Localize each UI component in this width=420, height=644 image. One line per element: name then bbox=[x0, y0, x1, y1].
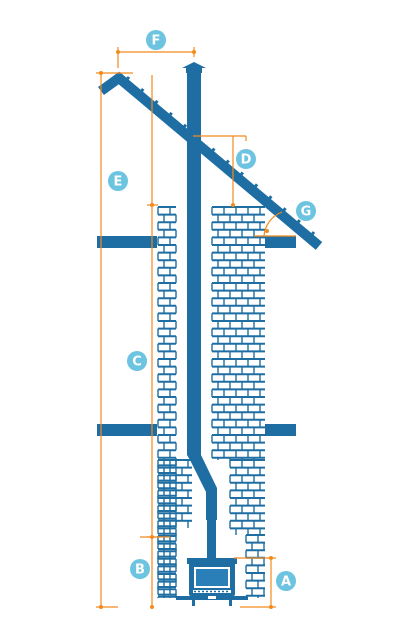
flue-pipe-lower bbox=[207, 518, 216, 562]
lower-floor-right bbox=[265, 424, 296, 436]
label-a-badge: A bbox=[276, 571, 296, 591]
chimney-cowl bbox=[182, 62, 206, 68]
upper-floor-right bbox=[265, 236, 296, 248]
label-d-text: D bbox=[241, 153, 252, 168]
roof-line bbox=[98, 71, 323, 250]
label-b-badge: B bbox=[130, 559, 150, 579]
flue-pipe-connector bbox=[206, 508, 217, 520]
chimney-cowl-cap bbox=[186, 67, 202, 73]
label-e-text: E bbox=[114, 175, 123, 190]
label-b-text: B bbox=[135, 563, 145, 578]
lower-floor-left bbox=[97, 424, 157, 436]
label-a-text: A bbox=[281, 575, 291, 590]
label-e-badge: E bbox=[108, 171, 128, 191]
label-g-badge: G bbox=[296, 201, 316, 221]
label-g-text: G bbox=[301, 205, 312, 220]
label-f-text: F bbox=[152, 34, 161, 49]
dimension-lines bbox=[96, 47, 296, 609]
label-d-badge: D bbox=[236, 149, 256, 169]
label-c-text: C bbox=[132, 355, 142, 370]
label-c-badge: C bbox=[127, 351, 147, 371]
label-f-badge: F bbox=[146, 30, 166, 50]
flue-pipe bbox=[187, 72, 217, 512]
upper-floor-left bbox=[97, 236, 157, 248]
wood-stove bbox=[176, 558, 248, 606]
